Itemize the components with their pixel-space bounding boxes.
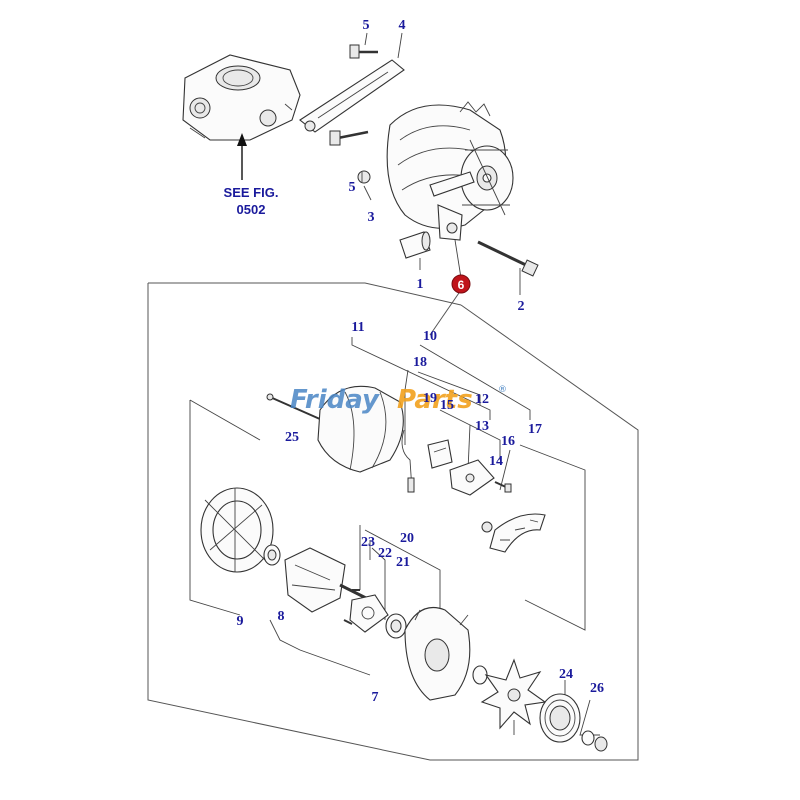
brush-holder — [427, 439, 453, 469]
callout-15: 15 — [440, 398, 454, 413]
callout-20: 20 — [400, 531, 414, 546]
callout-19: 19 — [423, 391, 437, 406]
callout-7: 7 — [372, 690, 379, 705]
callout-11: 11 — [351, 320, 364, 335]
fan — [480, 658, 547, 730]
stator — [200, 487, 274, 573]
watermark-logo: Friday Parts ® — [290, 385, 507, 415]
watermark-part2: Parts — [397, 385, 473, 415]
small-screw — [494, 481, 512, 493]
callout-14: 14 — [489, 454, 503, 469]
callout-5-top: 5 — [363, 18, 370, 33]
callout-23: 23 — [361, 535, 375, 550]
washer — [357, 170, 371, 184]
callout-17: 17 — [528, 422, 542, 437]
callout-26: 26 — [590, 681, 604, 696]
callout-9: 9 — [237, 614, 244, 629]
callout-12: 12 — [475, 392, 489, 407]
bush — [481, 521, 493, 533]
callout-22: 22 — [378, 546, 392, 561]
callout-1: 1 — [417, 277, 424, 292]
collar — [472, 665, 488, 685]
pulley — [539, 693, 581, 743]
leader-lines-top — [361, 32, 521, 295]
screws-small — [343, 589, 360, 625]
callout-6: 6 — [458, 278, 465, 292]
callout-6-badge: 6 — [451, 274, 471, 294]
bearing-rear — [263, 544, 281, 566]
callout-16: 16 — [501, 434, 515, 449]
watermark-part1: Friday — [290, 385, 380, 415]
group-lines — [189, 337, 600, 736]
retainer-plate — [349, 594, 389, 633]
spacer-sleeve — [399, 231, 431, 259]
callout-10: 10 — [423, 329, 437, 344]
lead-wire — [401, 429, 415, 493]
callout-24: 24 — [559, 667, 573, 682]
callout-3: 3 — [368, 210, 375, 225]
thermostat-housing — [182, 54, 301, 141]
callout-21: 21 — [396, 555, 410, 570]
bolt-top — [349, 44, 378, 59]
see-fig-arrow — [237, 133, 247, 180]
exploded-frame — [147, 282, 639, 761]
callout-13: 13 — [475, 419, 489, 434]
rectifier — [489, 513, 546, 553]
callout-5-middle: 5 — [349, 180, 356, 195]
see-fig-line2: 0502 — [237, 202, 266, 217]
front-bracket — [404, 606, 471, 701]
callout-8: 8 — [278, 609, 285, 624]
bearing-front — [385, 613, 407, 639]
callout-2: 2 — [518, 299, 525, 314]
callout-25: 25 — [285, 430, 299, 445]
adjusting-bar — [299, 59, 405, 133]
rear-cover — [317, 385, 404, 473]
regulator — [449, 459, 495, 496]
alternator-assembly — [386, 101, 514, 241]
through-bolt — [477, 240, 539, 277]
bolt-middle — [329, 130, 369, 146]
see-fig-line1: SEE FIG. — [224, 185, 279, 200]
callout-4: 4 — [399, 18, 406, 33]
watermark-registered: ® — [498, 385, 507, 395]
washer-nut — [581, 730, 608, 752]
callout-18: 18 — [413, 355, 427, 370]
